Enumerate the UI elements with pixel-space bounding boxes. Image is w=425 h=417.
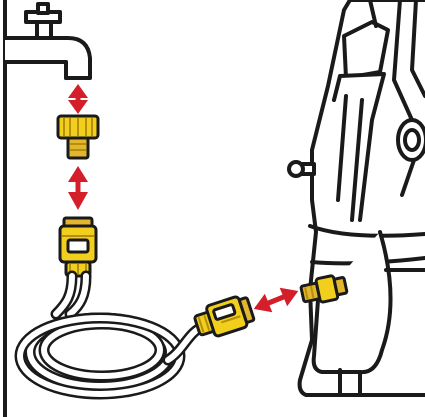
double-arrow-connector-inlet xyxy=(253,287,299,313)
hose-connector-icon xyxy=(58,216,98,278)
double-arrow-adapter-connector xyxy=(68,166,88,210)
tap-adapter-icon xyxy=(56,114,100,160)
coiled-hose-icon xyxy=(14,270,210,400)
inlet-coupling-icon xyxy=(299,274,349,304)
double-arrow-tap-adapter xyxy=(68,84,88,114)
pressure-washer-icon xyxy=(287,0,425,397)
hose-end-connector-icon xyxy=(193,295,256,338)
tap-icon xyxy=(3,2,92,80)
